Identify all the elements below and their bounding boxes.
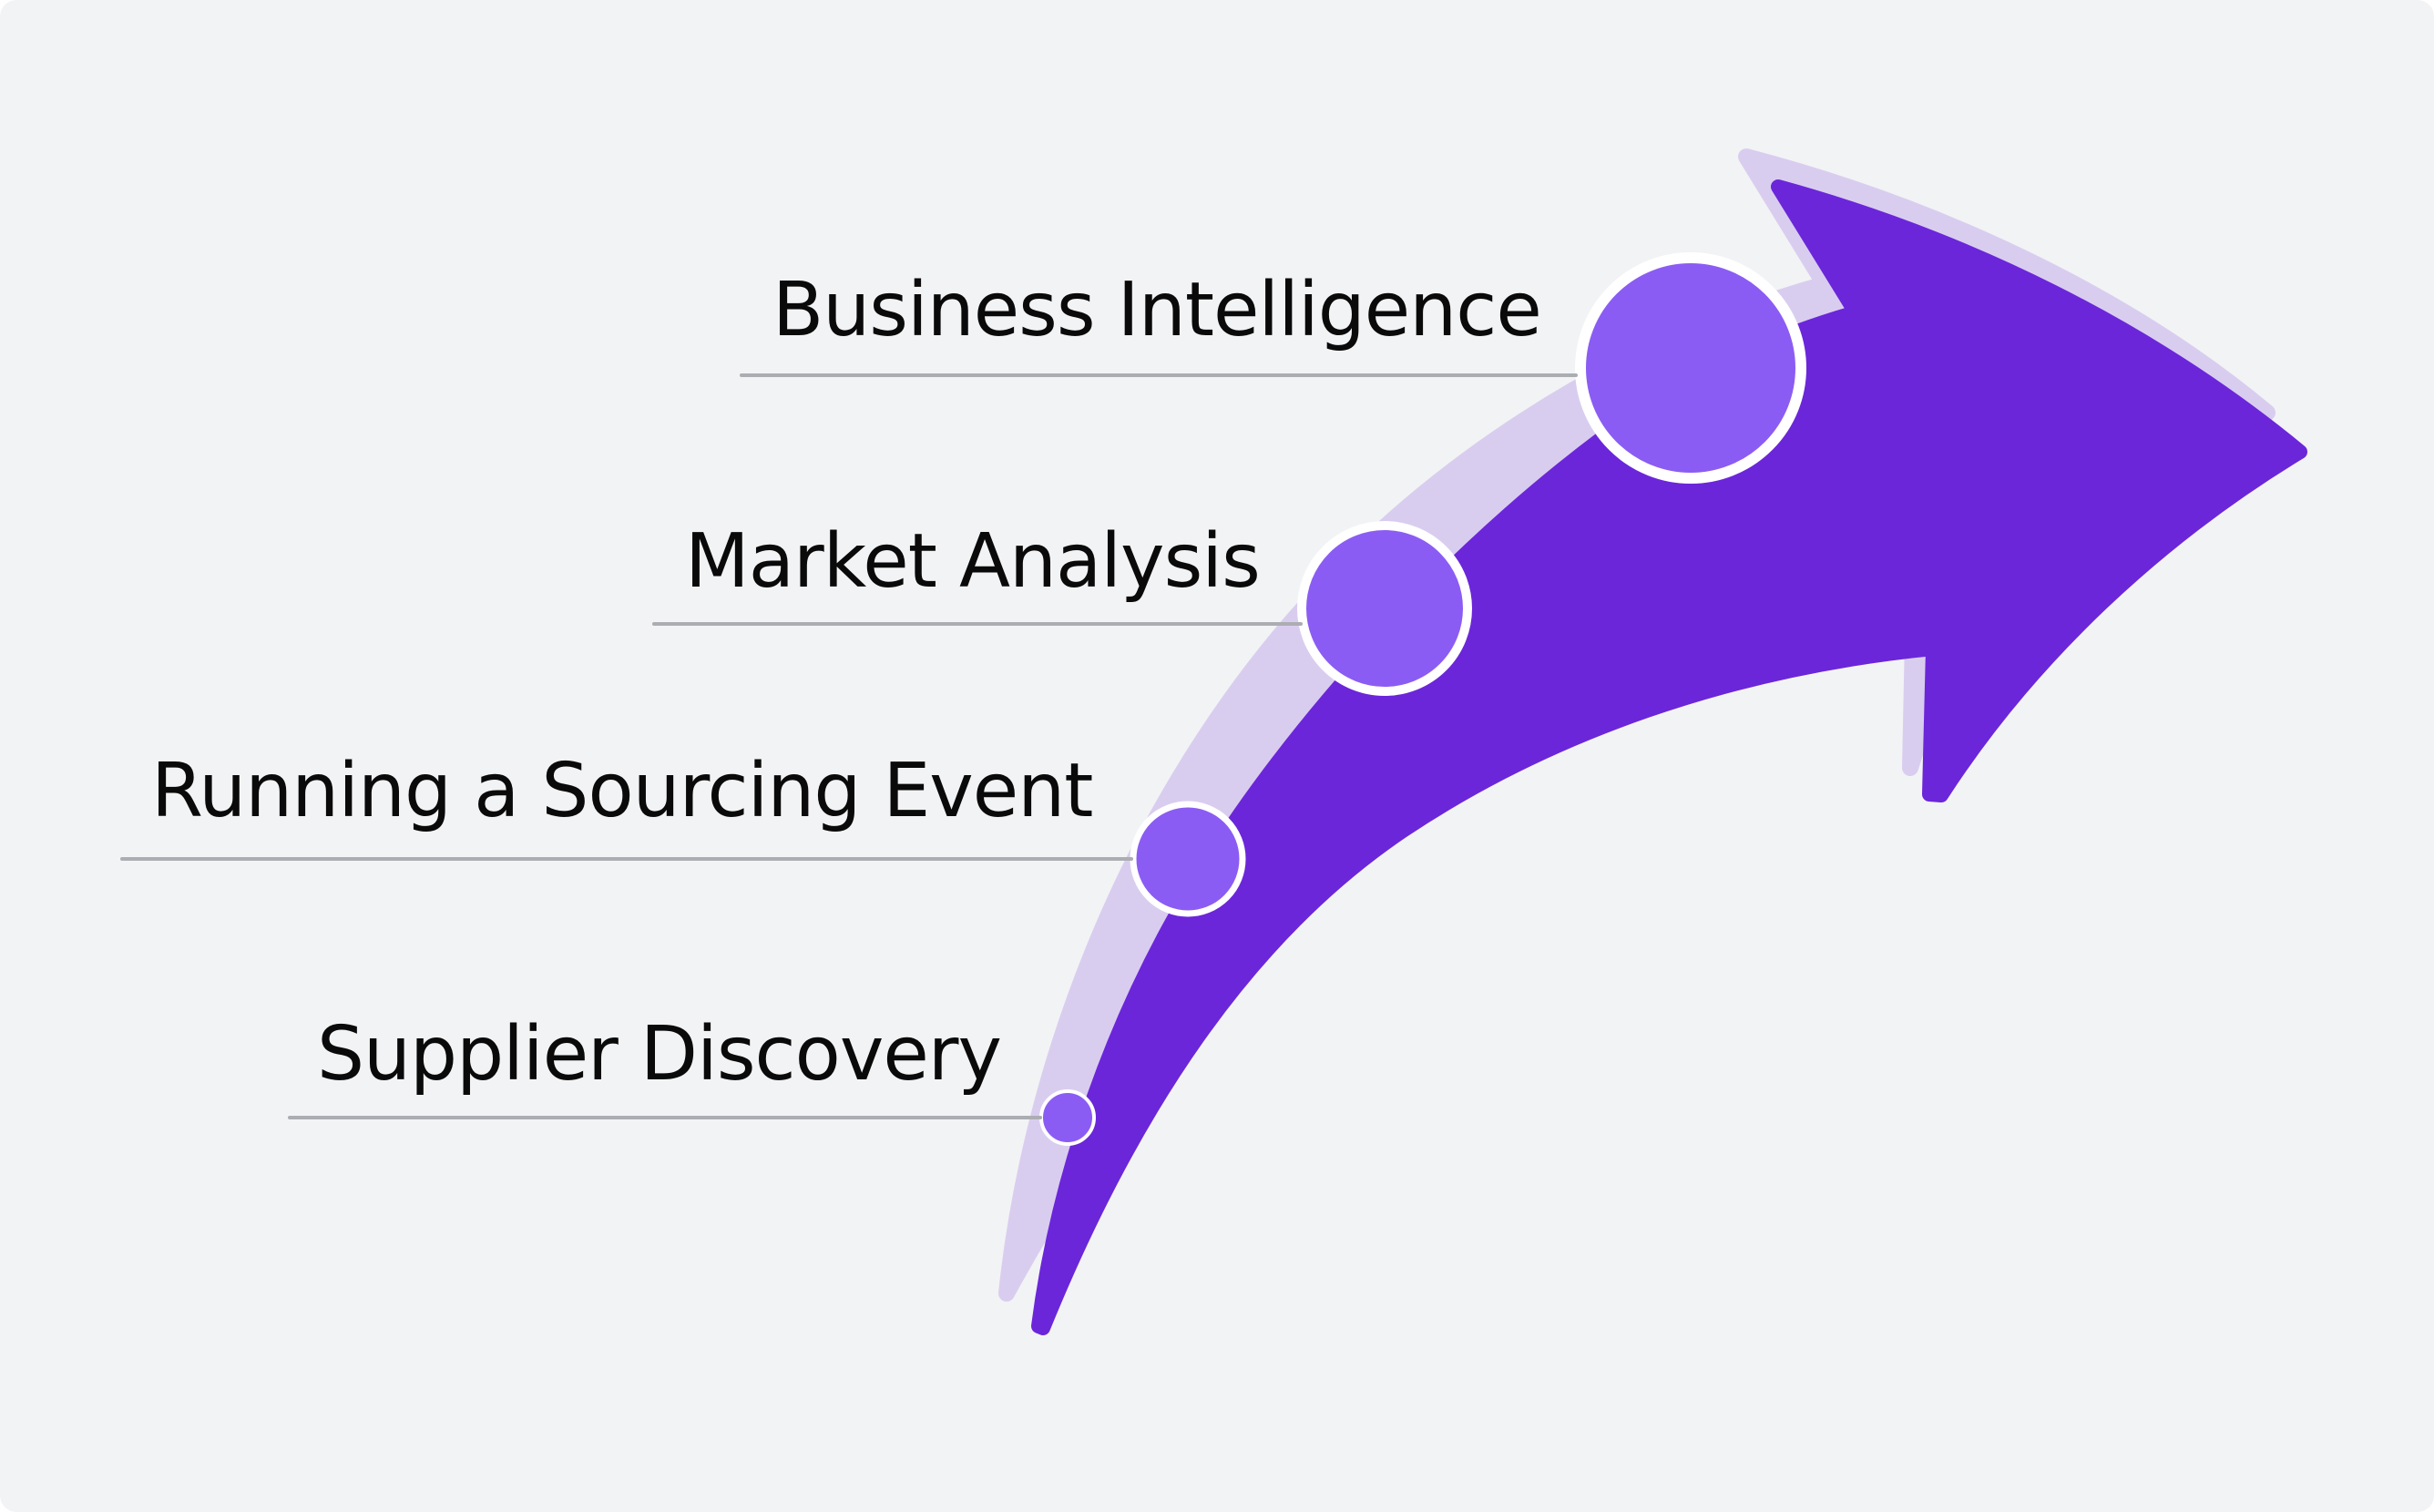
step-label-business-intelligence: Business Intelligence: [772, 267, 1542, 353]
leader-line-business-intelligence: [740, 373, 1578, 377]
node-market-analysis: [1297, 521, 1472, 696]
node-supplier-discovery: [1039, 1089, 1096, 1146]
node-running-a-sourcing-event: [1130, 801, 1246, 917]
arrow-main-shape: [1031, 179, 2307, 1335]
node-business-intelligence: [1575, 252, 1806, 484]
step-label-market-analysis: Market Analysis: [685, 518, 1261, 605]
leader-line-market-analysis: [652, 622, 1303, 626]
step-label-running-a-sourcing-event: Running a Sourcing Event: [151, 748, 1093, 834]
step-label-supplier-discovery: Supplier Discovery: [317, 1011, 1002, 1098]
leader-line-supplier-discovery: [288, 1116, 1042, 1119]
leader-line-running-a-sourcing-event: [120, 857, 1133, 861]
